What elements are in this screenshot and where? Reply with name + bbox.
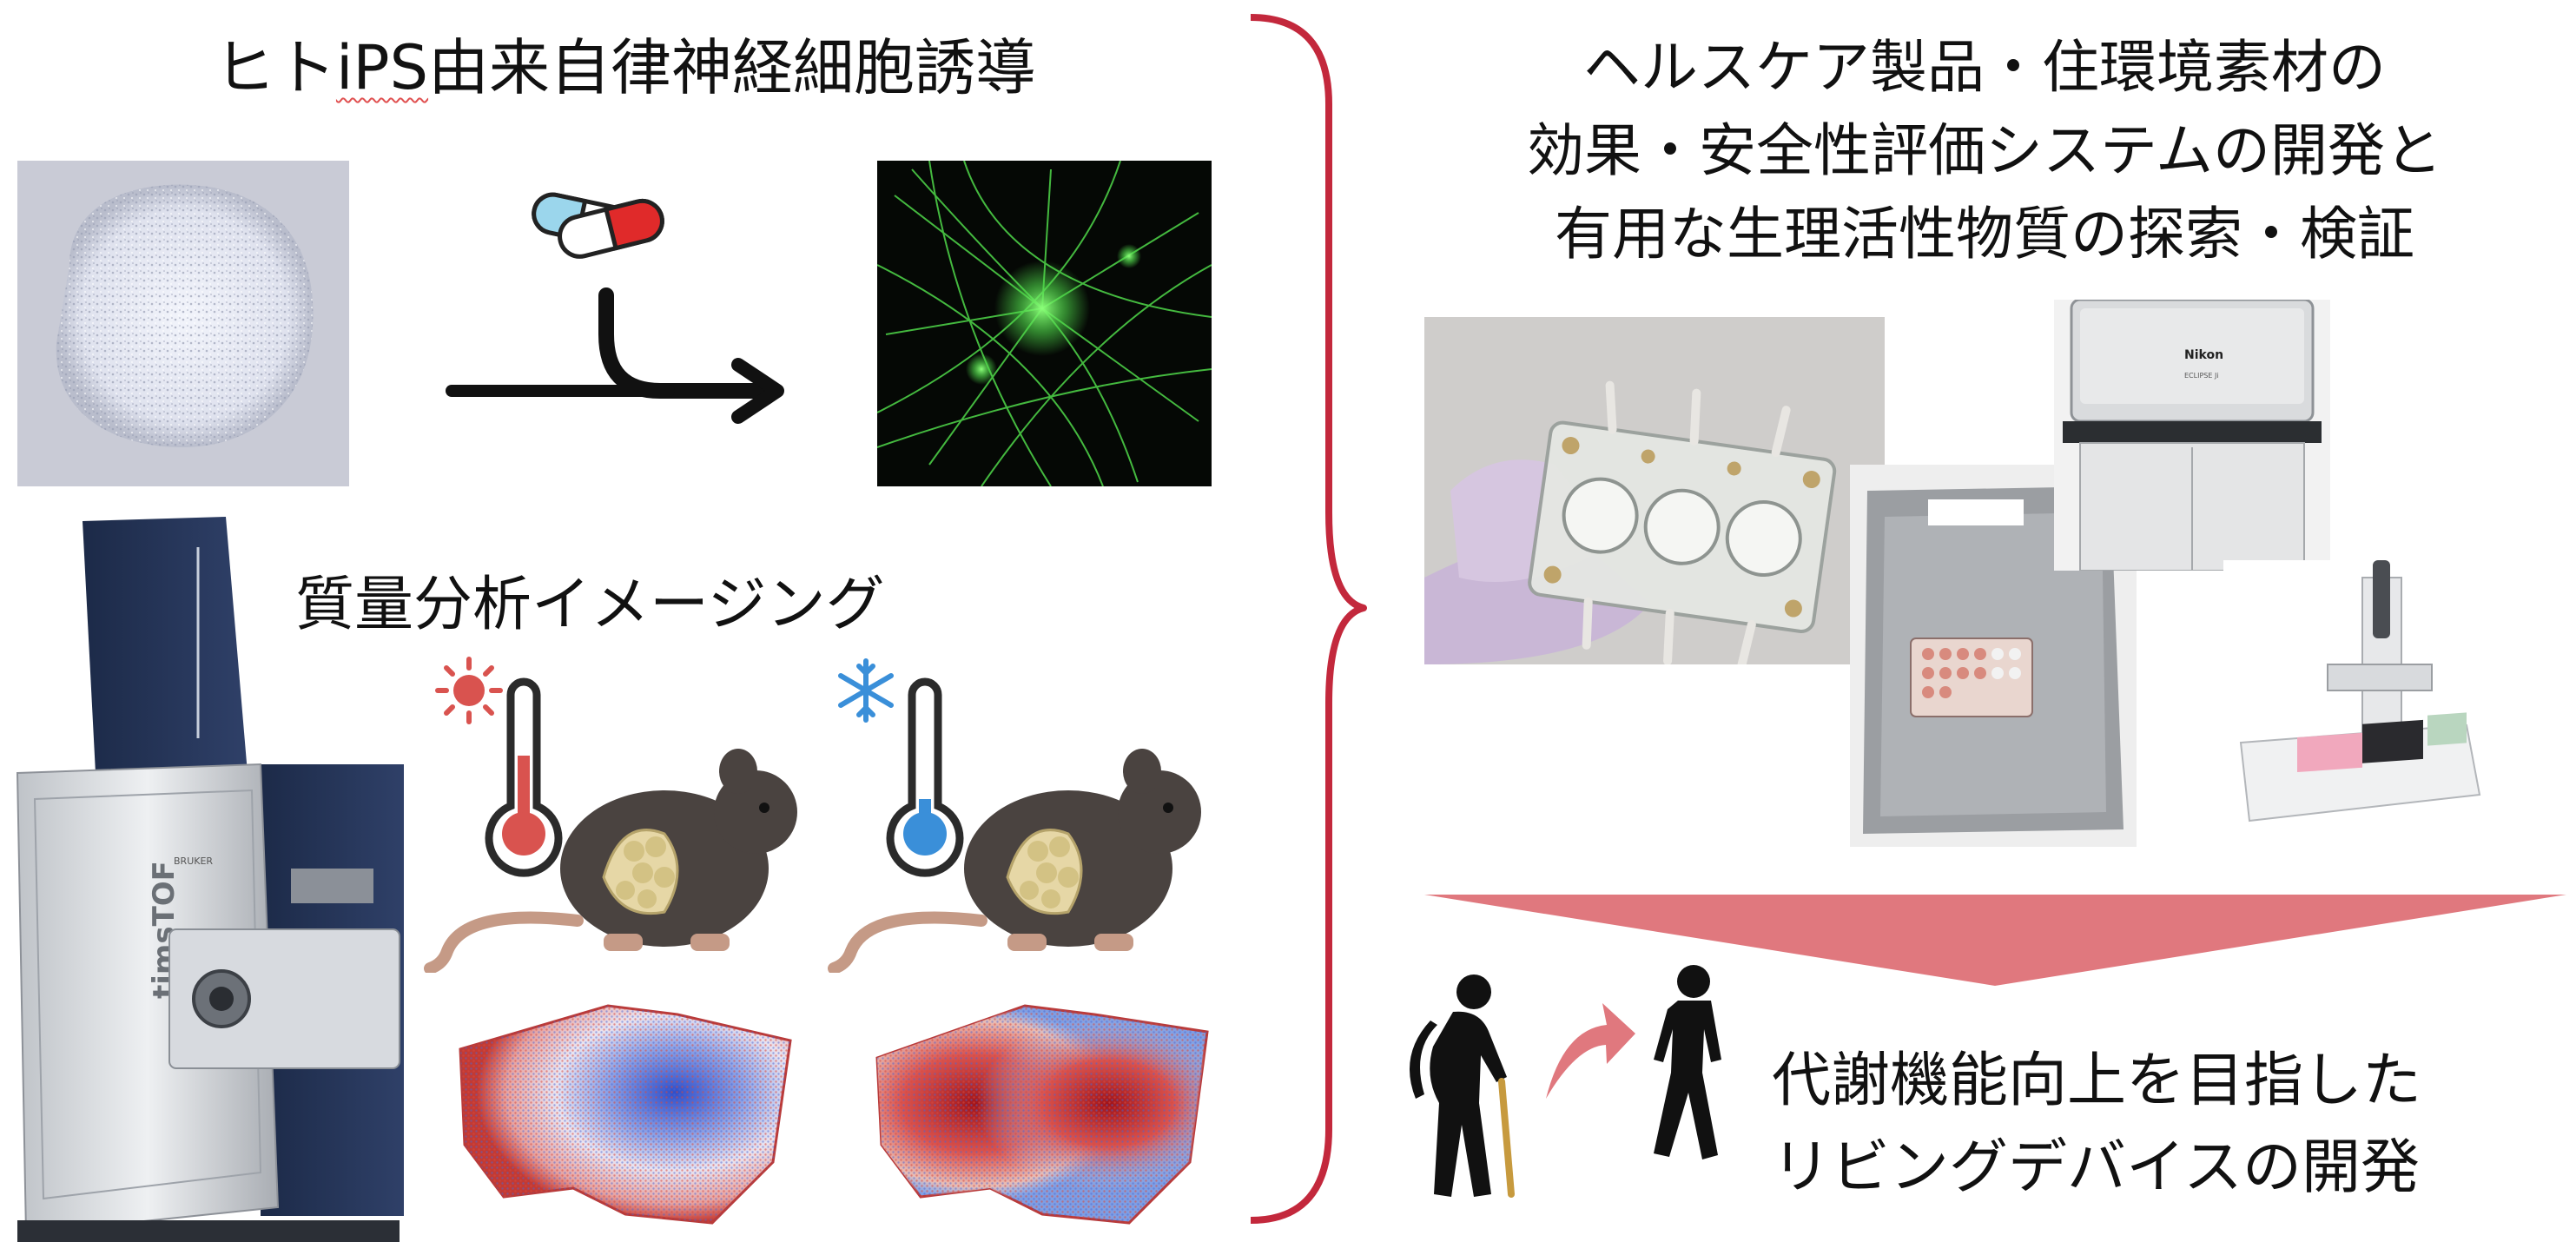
instrument-brand: BRUKER bbox=[174, 856, 213, 867]
neuron-image bbox=[877, 161, 1212, 486]
packaged-plate-image bbox=[1850, 465, 2137, 847]
left-heading-prefix: ヒト bbox=[214, 32, 336, 103]
ips-colony-image bbox=[56, 184, 314, 447]
bottom-label: 代謝機能向上を目指した リビングデバイスの開発 bbox=[1772, 1038, 2421, 1212]
thermometer-hot-icon bbox=[485, 677, 563, 877]
right-heading: ヘルスケア製品・住環境素材の 効果・安全性評価システムの開発と 有用な生理活性物… bbox=[1407, 26, 2562, 276]
mouse-icon-cold bbox=[828, 749, 1201, 973]
left-heading-ips: iPS bbox=[335, 32, 429, 103]
bottom-label-line-1: 代謝機能向上を目指した bbox=[1772, 1047, 2422, 1115]
right-heading-line-1: ヘルスケア製品・住環境素材の bbox=[1583, 34, 2386, 101]
mass-spectrometer-photo: timsTOF BRUKER bbox=[0, 512, 408, 1242]
down-arrow-icon bbox=[1424, 895, 2566, 986]
packaged-plate-photo bbox=[1850, 465, 2137, 847]
left-heading: ヒトiPS由来自律神経細胞誘導 bbox=[0, 19, 1251, 107]
snowflake-icon bbox=[838, 658, 894, 723]
liquid-handler-image bbox=[2223, 560, 2484, 838]
bottom-label-line-2: リビングデバイスの開発 bbox=[1772, 1133, 2420, 1202]
arrow-icon bbox=[446, 287, 784, 424]
heatmap-hot bbox=[459, 1004, 792, 1225]
microscope-photo: Nikon ECLIPSE Ji bbox=[2054, 300, 2330, 571]
recovery-arrow-icon bbox=[1546, 1003, 1635, 1099]
left-heading-suffix: 由来自律神経細胞誘導 bbox=[428, 32, 1037, 103]
sun-icon bbox=[435, 657, 503, 724]
imaging-label: 質量分析イメージング bbox=[295, 571, 885, 639]
walking-person-icon bbox=[1654, 965, 1721, 1159]
brace-divider bbox=[1250, 14, 1367, 1224]
capsule-pill-icon bbox=[532, 192, 664, 259]
heatmap-cold bbox=[875, 1004, 1209, 1225]
mouse-icon-hot bbox=[424, 749, 797, 973]
elderly-person-icon bbox=[1409, 974, 1515, 1198]
neuron-photo bbox=[877, 161, 1212, 486]
ips-colony-photo bbox=[17, 161, 349, 486]
liquid-handler-photo bbox=[2223, 560, 2484, 838]
device-image bbox=[1424, 317, 1885, 664]
microscope-image: Nikon ECLIPSE Ji bbox=[2054, 300, 2330, 571]
right-heading-line-2: 効果・安全性評価システムの開発と bbox=[1526, 117, 2443, 184]
microscope-model: ECLIPSE Ji bbox=[2184, 372, 2219, 380]
thermometer-cold-icon bbox=[886, 677, 964, 877]
right-heading-line-3: 有用な生理活性物質の探索・検証 bbox=[1555, 201, 2414, 268]
device-photo bbox=[1424, 317, 1885, 664]
mass-spectrometer-image: timsTOF BRUKER bbox=[16, 517, 404, 1242]
microscope-brand: Nikon bbox=[2184, 348, 2223, 362]
